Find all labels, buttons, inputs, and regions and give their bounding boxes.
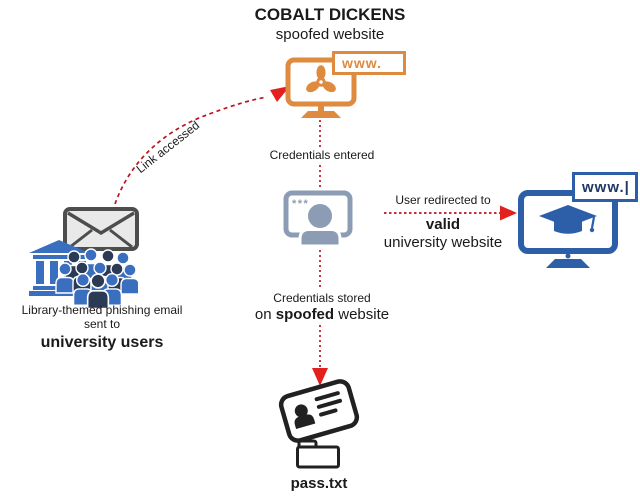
phishing-caption-line2: sent to bbox=[83, 317, 121, 332]
link-accessed-arrowhead bbox=[270, 86, 290, 102]
malware-biohazard-icon bbox=[306, 65, 336, 93]
page-title: COBALT DICKENS bbox=[254, 5, 406, 24]
redirect-line2: university website bbox=[383, 234, 503, 252]
phishing-email-caption: Library-themed phishing email sent to un… bbox=[12, 303, 192, 352]
valid-url-bar: www.| bbox=[572, 172, 638, 202]
stored-bold: spoofed bbox=[275, 306, 335, 324]
phishing-caption-line1: Library-themed phishing email bbox=[21, 303, 183, 317]
phishing-email-envelope-icon bbox=[63, 207, 139, 251]
graduation-cap-icon bbox=[539, 205, 597, 234]
password-mask-text: *** bbox=[292, 198, 309, 210]
victim-body bbox=[298, 228, 342, 248]
folder-icon bbox=[296, 439, 340, 469]
redirect-line1: User redirected to bbox=[395, 193, 491, 207]
stored-line1: Credentials stored bbox=[273, 291, 371, 305]
password-file-label: pass.txt bbox=[290, 475, 348, 492]
redirect-label-block: User redirected to valid university webs… bbox=[378, 193, 508, 252]
university-users-crowd-icon bbox=[55, 248, 138, 308]
diagram-title-block: COBALT DICKENS spoofed website bbox=[225, 5, 435, 43]
credentials-stored-arrowhead bbox=[312, 368, 328, 386]
spoofed-url-bar: www. bbox=[332, 51, 406, 75]
redirect-arrowhead bbox=[500, 205, 517, 221]
phishing-caption-bold: university users bbox=[40, 333, 164, 351]
redirect-bold-word: valid bbox=[425, 216, 461, 234]
stored-pre: on bbox=[254, 306, 276, 324]
link-accessed-arrow-line bbox=[114, 96, 268, 205]
spoofed-url-text: www. bbox=[342, 55, 383, 71]
valid-website-monitor-icon bbox=[518, 190, 618, 268]
stored-line2: on spoofed website bbox=[240, 306, 404, 324]
valid-url-text: www.| bbox=[582, 179, 630, 196]
victim-user-monitor-icon: *** bbox=[283, 190, 353, 248]
victim-head bbox=[305, 201, 335, 231]
credentials-stored-caption: Credentials stored on spoofed website bbox=[238, 290, 406, 326]
id-card-icon bbox=[273, 370, 365, 451]
credentials-entered-label: Credentials entered bbox=[264, 147, 380, 164]
stored-post: website bbox=[334, 306, 390, 324]
page-subtitle: spoofed website bbox=[275, 26, 385, 43]
